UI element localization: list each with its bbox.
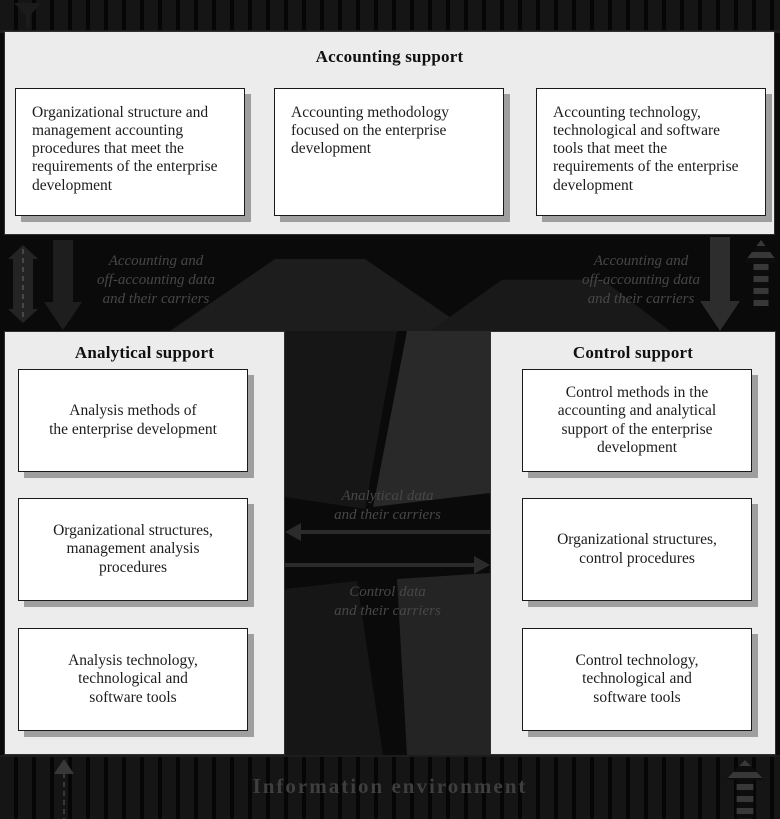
control-box-methods: Control methods in the accounting and an… [522, 369, 752, 472]
info-environment-band: Information environment [0, 755, 780, 819]
analytical-box-technology-text: Analysis technology, technological and s… [68, 652, 198, 706]
control-box-methods-text: Control methods in the accounting and an… [557, 384, 717, 456]
data-flow-band: Accounting and off-accounting data and t… [0, 235, 780, 331]
accounting-box-methodology: Accounting methodology focused on the en… [274, 88, 504, 216]
analytical-title: Analytical support [74, 343, 215, 362]
striped-up-arrow-icon [744, 240, 778, 306]
dashed-up-arrow-icon [54, 759, 74, 819]
control-panel: Control support Control methods in the a… [490, 331, 776, 755]
analytical-box-structures: Organizational structures, management an… [18, 498, 248, 601]
analytical-box-methods-text: Analysis methods of the enterprise devel… [49, 402, 217, 438]
info-environment-label: Information environment [252, 774, 528, 798]
control-box-structures: Organizational structures, control proce… [522, 498, 752, 601]
channel-hourglass-shapes [285, 331, 490, 755]
control-box-technology: Control technology, technological and so… [522, 628, 752, 731]
data-band-right-label: Accounting and off-accounting data and t… [582, 253, 700, 307]
middle-channel: Analytical data and their carriers Contr… [285, 331, 490, 755]
accounting-box-methodology-text: Accounting methodology focused on the en… [291, 104, 449, 158]
top-band [0, 0, 780, 33]
control-box-technology-text: Control technology, technological and so… [575, 652, 699, 706]
accounting-box-structure-text: Organizational structure and management … [32, 104, 218, 194]
down-funnel-arrow-icon [14, 3, 42, 30]
accounting-title: Accounting support [315, 47, 464, 66]
analytical-box-methods: Analysis methods of the enterprise devel… [18, 369, 248, 472]
down-arrow-left-icon [44, 240, 82, 330]
accounting-box-technology-text: Accounting technology, technological and… [553, 104, 739, 194]
down-arrow-right-icon [700, 237, 740, 331]
analytical-data-label: Analytical data and their carriers [334, 488, 441, 523]
analytical-box-technology: Analysis technology, technological and s… [18, 628, 248, 731]
data-band-left-label: Accounting and off-accounting data and t… [97, 253, 215, 307]
control-title: Control support [572, 343, 694, 362]
control-box-structures-text: Organizational structures, control proce… [557, 531, 717, 567]
accounting-box-structure: Organizational structure and management … [15, 88, 245, 216]
analytical-panel: Analytical support Analysis methods of t… [4, 331, 285, 755]
double-headed-arrow-icon [8, 245, 38, 323]
accounting-panel: Accounting support Organizational struct… [4, 31, 775, 235]
accounting-box-technology: Accounting technology, technological and… [536, 88, 766, 216]
analytical-box-structures-text: Organizational structures, management an… [53, 522, 213, 576]
control-data-label: Control data and their carriers [334, 584, 441, 619]
